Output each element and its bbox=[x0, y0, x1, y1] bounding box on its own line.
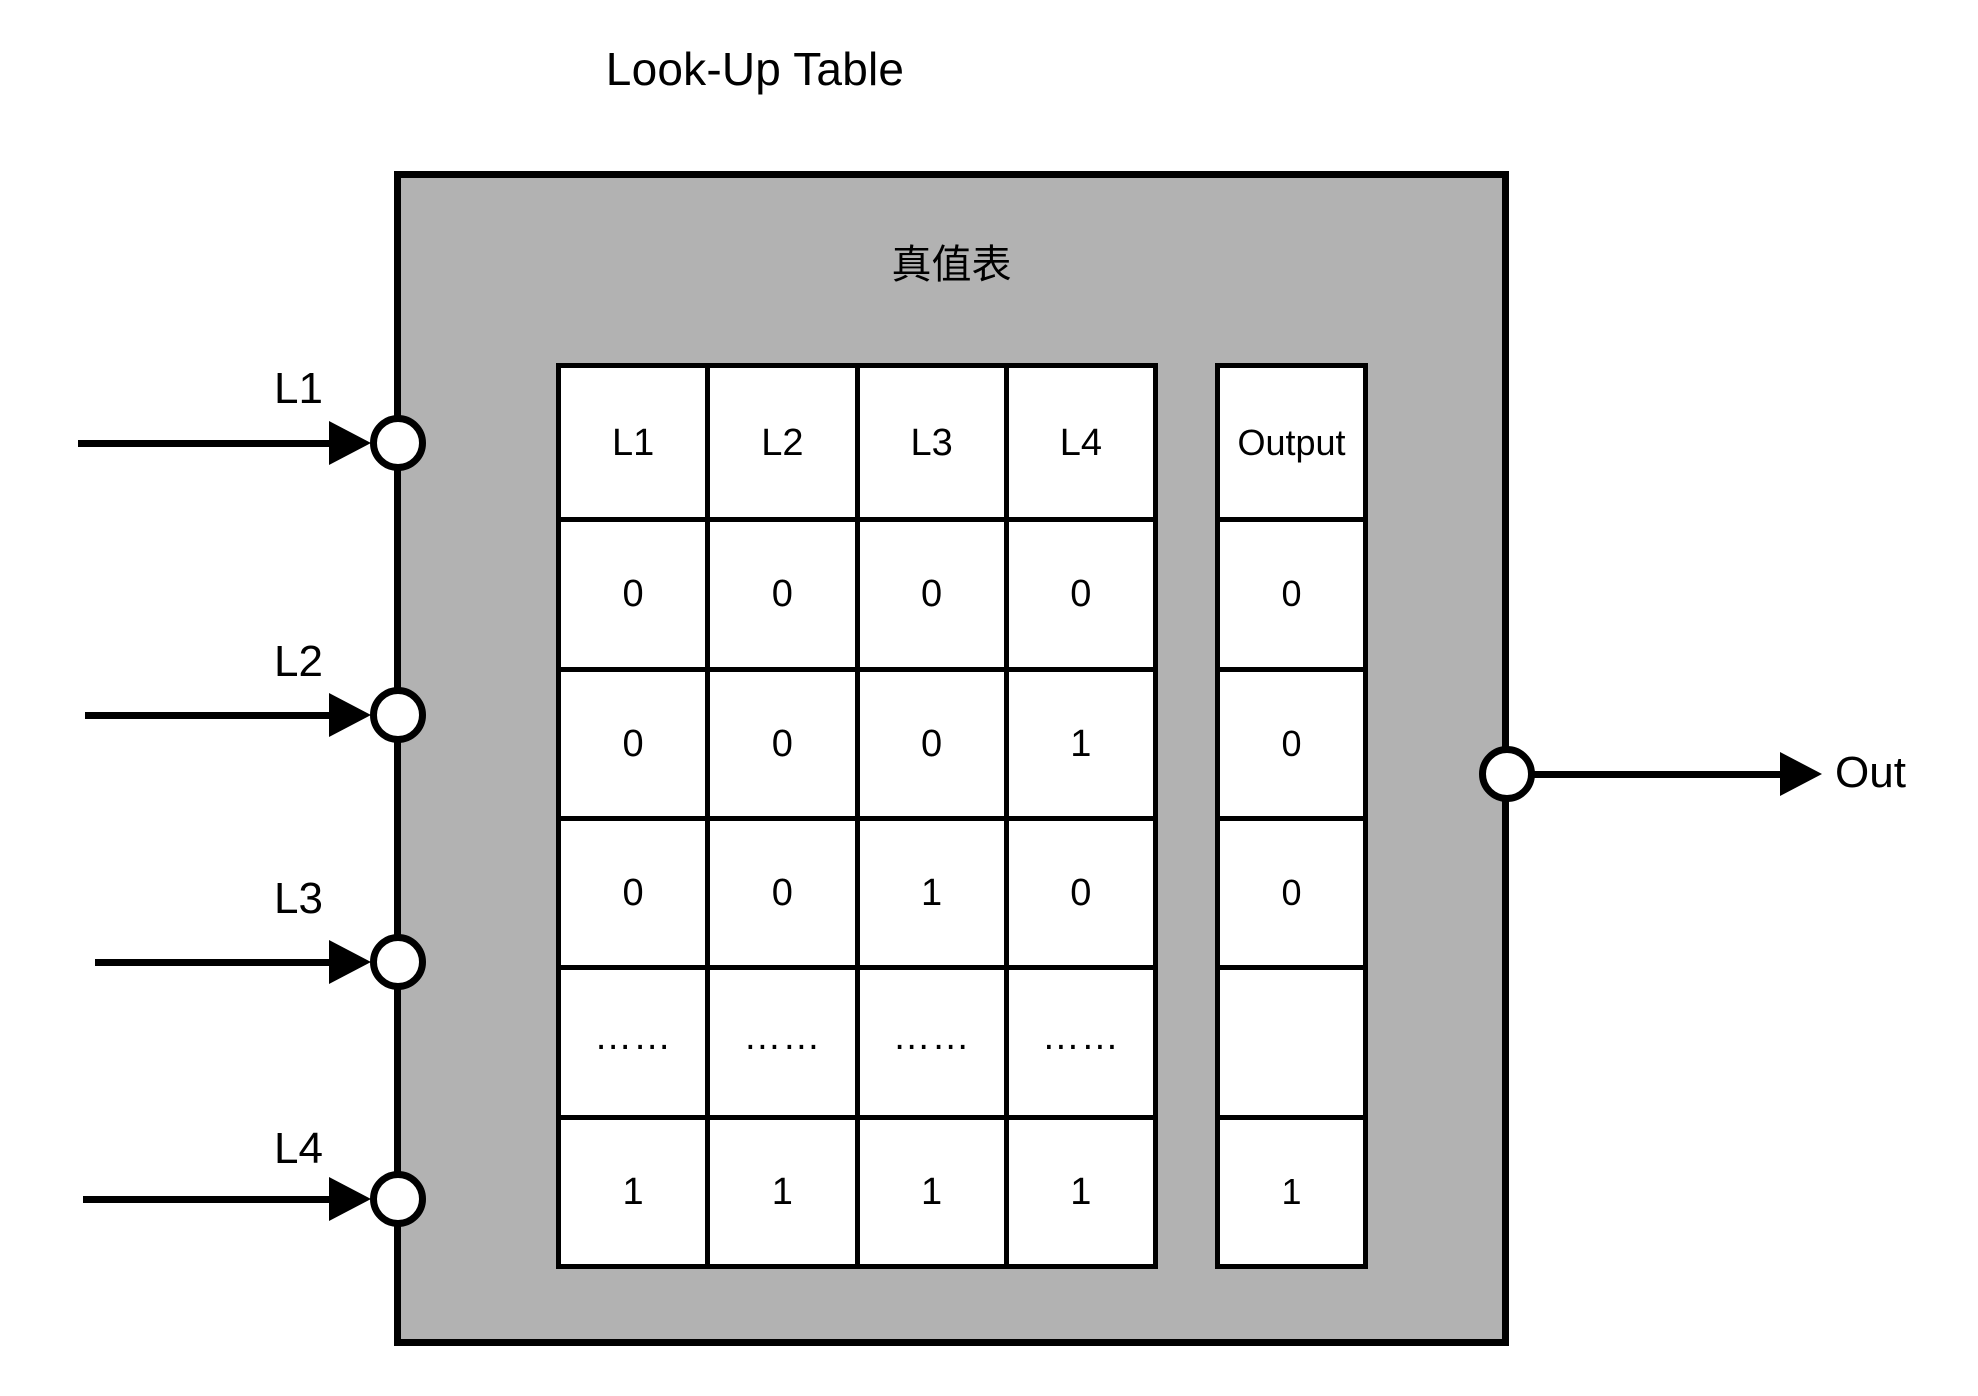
cell-r3-l3: 1 bbox=[854, 820, 1004, 966]
table-row: 0 0 0 1 bbox=[561, 666, 1153, 816]
input-port-l1[interactable] bbox=[370, 415, 426, 471]
column-header-l3: L3 bbox=[854, 368, 1004, 518]
column-header-output: Output bbox=[1220, 368, 1363, 518]
input-arrowhead-l1 bbox=[329, 421, 371, 465]
column-header-l1: L1 bbox=[561, 368, 706, 518]
cell-r4-l4: …… bbox=[1003, 970, 1153, 1115]
cell-r5-output: 1 bbox=[1220, 1119, 1363, 1264]
input-wire-l2 bbox=[85, 712, 358, 719]
cell-r4-l2: …… bbox=[705, 970, 855, 1115]
cell-r3-output: 0 bbox=[1220, 820, 1363, 966]
truth-table-inputs: L1 L2 L3 L4 0 0 0 0 0 0 0 1 0 0 1 0 …… …… bbox=[556, 363, 1158, 1269]
table-row-ellipsis: …… …… …… …… bbox=[561, 965, 1153, 1115]
input-wire-l3 bbox=[95, 959, 358, 966]
page-title: Look-Up Table bbox=[605, 43, 905, 95]
table-row-ellipsis bbox=[1220, 965, 1363, 1115]
table-header-row: L1 L2 L3 L4 bbox=[561, 368, 1153, 518]
cell-r2-output: 0 bbox=[1220, 671, 1363, 816]
table-row: 0 0 1 0 bbox=[561, 815, 1153, 966]
cell-r2-l3: 0 bbox=[854, 671, 1004, 816]
table-row: 0 bbox=[1220, 666, 1363, 816]
input-port-l3[interactable] bbox=[370, 934, 426, 990]
cell-r1-l1: 0 bbox=[561, 522, 706, 667]
cell-r5-l4: 1 bbox=[1003, 1119, 1153, 1264]
cell-r5-l3: 1 bbox=[854, 1119, 1004, 1264]
cell-r4-l3: …… bbox=[854, 970, 1004, 1115]
cell-r4-output bbox=[1220, 970, 1363, 1115]
cell-r1-output: 0 bbox=[1220, 522, 1363, 667]
cell-r4-l1: …… bbox=[561, 970, 706, 1115]
cell-r2-l2: 0 bbox=[705, 671, 855, 816]
table-row: 0 bbox=[1220, 517, 1363, 667]
input-arrowhead-l2 bbox=[329, 693, 371, 737]
input-label-l4: L4 bbox=[274, 1124, 323, 1173]
output-arrowhead bbox=[1780, 752, 1822, 796]
input-port-l4[interactable] bbox=[370, 1171, 426, 1227]
cell-r2-l1: 0 bbox=[561, 671, 706, 816]
input-wire-l1 bbox=[78, 440, 358, 447]
lut-subtitle: 真值表 bbox=[891, 242, 1012, 288]
table-row: 1 1 1 1 bbox=[561, 1114, 1153, 1264]
cell-r1-l2: 0 bbox=[705, 522, 855, 667]
truth-table-output: Output 0 0 0 1 bbox=[1215, 363, 1368, 1269]
cell-r3-l1: 0 bbox=[561, 820, 706, 966]
cell-r5-l2: 1 bbox=[705, 1119, 855, 1264]
input-arrowhead-l3 bbox=[329, 940, 371, 984]
input-label-l1: L1 bbox=[274, 364, 323, 413]
table-row: 0 0 0 0 bbox=[561, 517, 1153, 667]
table-row: 0 bbox=[1220, 815, 1363, 966]
input-port-l2[interactable] bbox=[370, 687, 426, 743]
input-label-l2: L2 bbox=[274, 637, 323, 686]
cell-r1-l4: 0 bbox=[1003, 522, 1153, 667]
output-label: Out bbox=[1835, 748, 1906, 797]
output-header-row: Output bbox=[1220, 368, 1363, 518]
cell-r1-l3: 0 bbox=[854, 522, 1004, 667]
cell-r3-l4: 0 bbox=[1003, 820, 1153, 966]
input-label-l3: L3 bbox=[274, 874, 323, 923]
output-port[interactable] bbox=[1479, 746, 1535, 802]
cell-r3-l2: 0 bbox=[705, 820, 855, 966]
column-header-l4: L4 bbox=[1003, 368, 1153, 518]
input-wire-l4 bbox=[83, 1196, 358, 1203]
output-wire bbox=[1534, 771, 1812, 778]
table-row: 1 bbox=[1220, 1114, 1363, 1264]
cell-r5-l1: 1 bbox=[561, 1119, 706, 1264]
cell-r2-l4: 1 bbox=[1003, 671, 1153, 816]
input-arrowhead-l4 bbox=[329, 1177, 371, 1221]
column-header-l2: L2 bbox=[705, 368, 855, 518]
